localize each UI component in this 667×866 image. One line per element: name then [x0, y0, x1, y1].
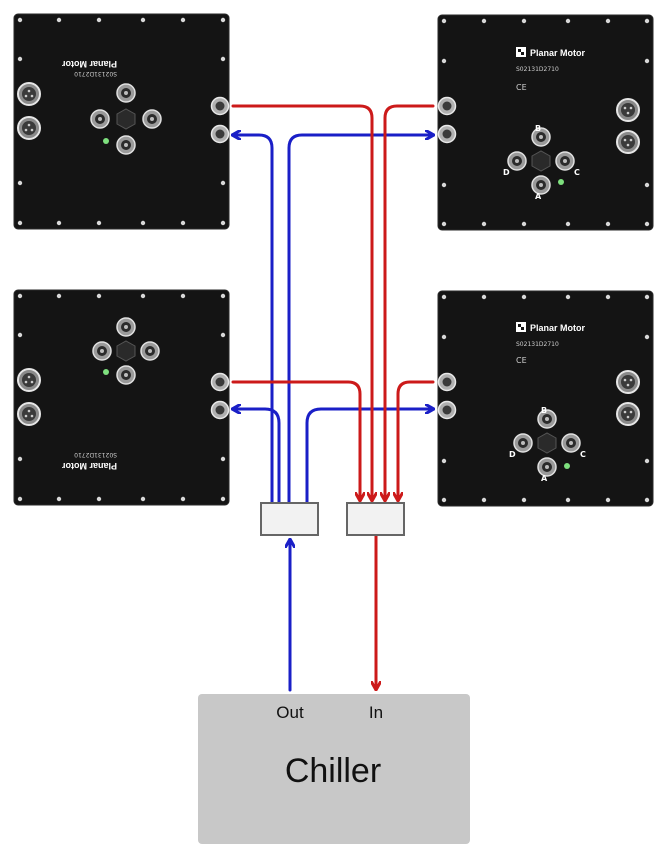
module-brand: Planar Motor — [530, 323, 586, 333]
chiller-out-label: Out — [276, 703, 304, 722]
svg-text:A: A — [541, 474, 548, 483]
module-brand: Planar Motor — [61, 461, 117, 471]
svg-text:C: C — [580, 450, 586, 459]
supply-line-bottom-left — [233, 409, 281, 505]
module-bottom-left: Planar Motor S02131D2710 — [13, 289, 230, 506]
chiller-in-label: In — [369, 703, 383, 722]
module-serial: S02131D2710 — [74, 451, 117, 458]
svg-text:D: D — [503, 168, 510, 177]
module-brand: Planar Motor — [530, 48, 586, 58]
svg-text:CE: CE — [516, 356, 527, 365]
return-line-top-left — [231, 104, 372, 500]
return-line-bottom-right — [398, 380, 435, 500]
module-top-right: Planar Motor S02131D2710 CE B A C D — [437, 14, 654, 231]
return-line-top-right — [385, 104, 435, 500]
module-serial: S02131D2710 — [74, 70, 117, 77]
chiller-title: Chiller — [285, 752, 381, 790]
svg-text:A: A — [535, 192, 542, 201]
supply-manifold — [260, 502, 319, 536]
module-brand: Planar Motor — [61, 59, 117, 69]
chiller-box — [198, 694, 470, 844]
svg-text:B: B — [541, 406, 547, 415]
module-top-left: Planar Motor S02131D2710 — [13, 13, 230, 230]
return-manifold — [346, 502, 405, 536]
svg-text:B: B — [535, 124, 541, 133]
svg-text:D: D — [509, 450, 516, 459]
supply-line-top-left — [233, 135, 274, 505]
supply-line-top-right — [287, 135, 433, 505]
module-bottom-right: Planar Motor S02131D2710 CE B A C D — [437, 290, 654, 507]
return-line-bottom-left — [231, 380, 360, 500]
supply-line-bottom-right — [305, 409, 433, 505]
module-serial: S02131D2710 — [516, 341, 559, 348]
svg-text:C: C — [574, 168, 580, 177]
module-serial: S02131D2710 — [516, 66, 559, 73]
svg-text:CE: CE — [516, 83, 527, 92]
